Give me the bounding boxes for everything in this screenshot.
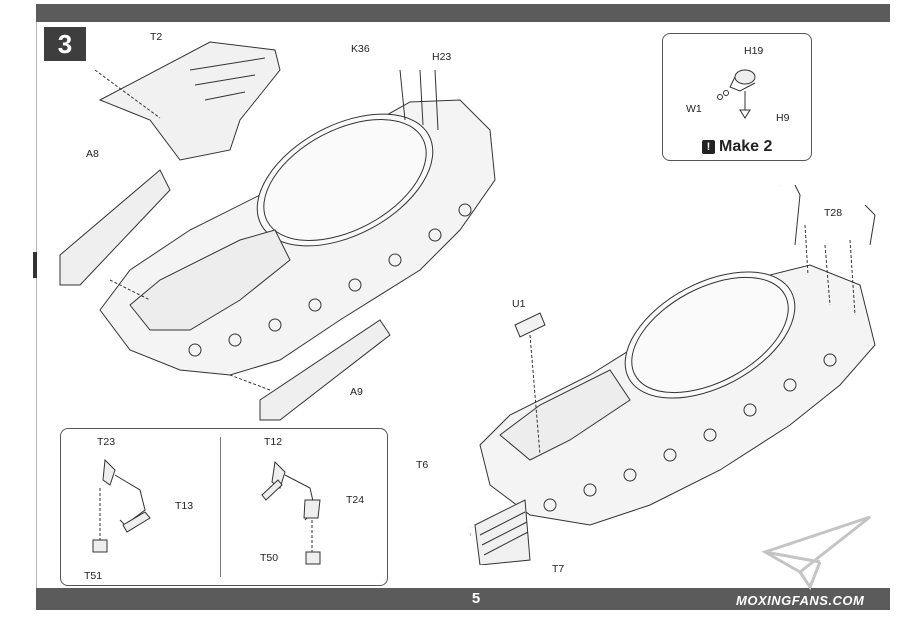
bottom-bar bbox=[36, 588, 890, 610]
make-2-label: ! Make 2 bbox=[702, 138, 772, 156]
inset-divider bbox=[220, 437, 221, 577]
label-k36: K36 bbox=[351, 43, 370, 55]
sub-assembly-inset bbox=[60, 428, 388, 586]
left-margin-line bbox=[36, 22, 37, 588]
left-margin-mark bbox=[33, 252, 37, 278]
label-t12: T12 bbox=[264, 436, 283, 448]
label-h9: H9 bbox=[776, 112, 790, 124]
label-t7: T7 bbox=[552, 563, 565, 575]
warning-icon: ! bbox=[702, 140, 715, 154]
label-t50: T50 bbox=[260, 552, 279, 564]
label-t6: T6 bbox=[416, 459, 429, 471]
paper-plane-icon bbox=[761, 515, 871, 591]
label-t28: T28 bbox=[824, 207, 843, 219]
page-number: 5 bbox=[471, 590, 481, 607]
make-2-inset bbox=[662, 33, 812, 161]
label-t13: T13 bbox=[175, 500, 194, 512]
watermark-text: MOXINGFANS.COM bbox=[736, 593, 865, 608]
label-w1: W1 bbox=[686, 103, 702, 115]
sub-assembly-right-drawing bbox=[261, 460, 321, 565]
label-a8: A8 bbox=[86, 148, 99, 160]
sub-assembly-left-drawing bbox=[92, 458, 151, 553]
label-t23: T23 bbox=[97, 436, 116, 448]
label-t51: T51 bbox=[84, 570, 103, 582]
label-h19: H19 bbox=[744, 45, 764, 57]
label-a9: A9 bbox=[350, 386, 363, 398]
label-u1: U1 bbox=[512, 298, 526, 310]
hull-drawing-left bbox=[59, 41, 496, 421]
hull-drawing-right bbox=[470, 185, 876, 565]
label-t24: T24 bbox=[346, 494, 365, 506]
step-number: 3 bbox=[44, 27, 86, 61]
top-bar bbox=[36, 4, 890, 22]
make-2-parts-drawing bbox=[717, 69, 756, 119]
make-2-text: Make 2 bbox=[719, 138, 773, 155]
label-t2: T2 bbox=[150, 31, 163, 43]
label-h23: H23 bbox=[432, 51, 452, 63]
